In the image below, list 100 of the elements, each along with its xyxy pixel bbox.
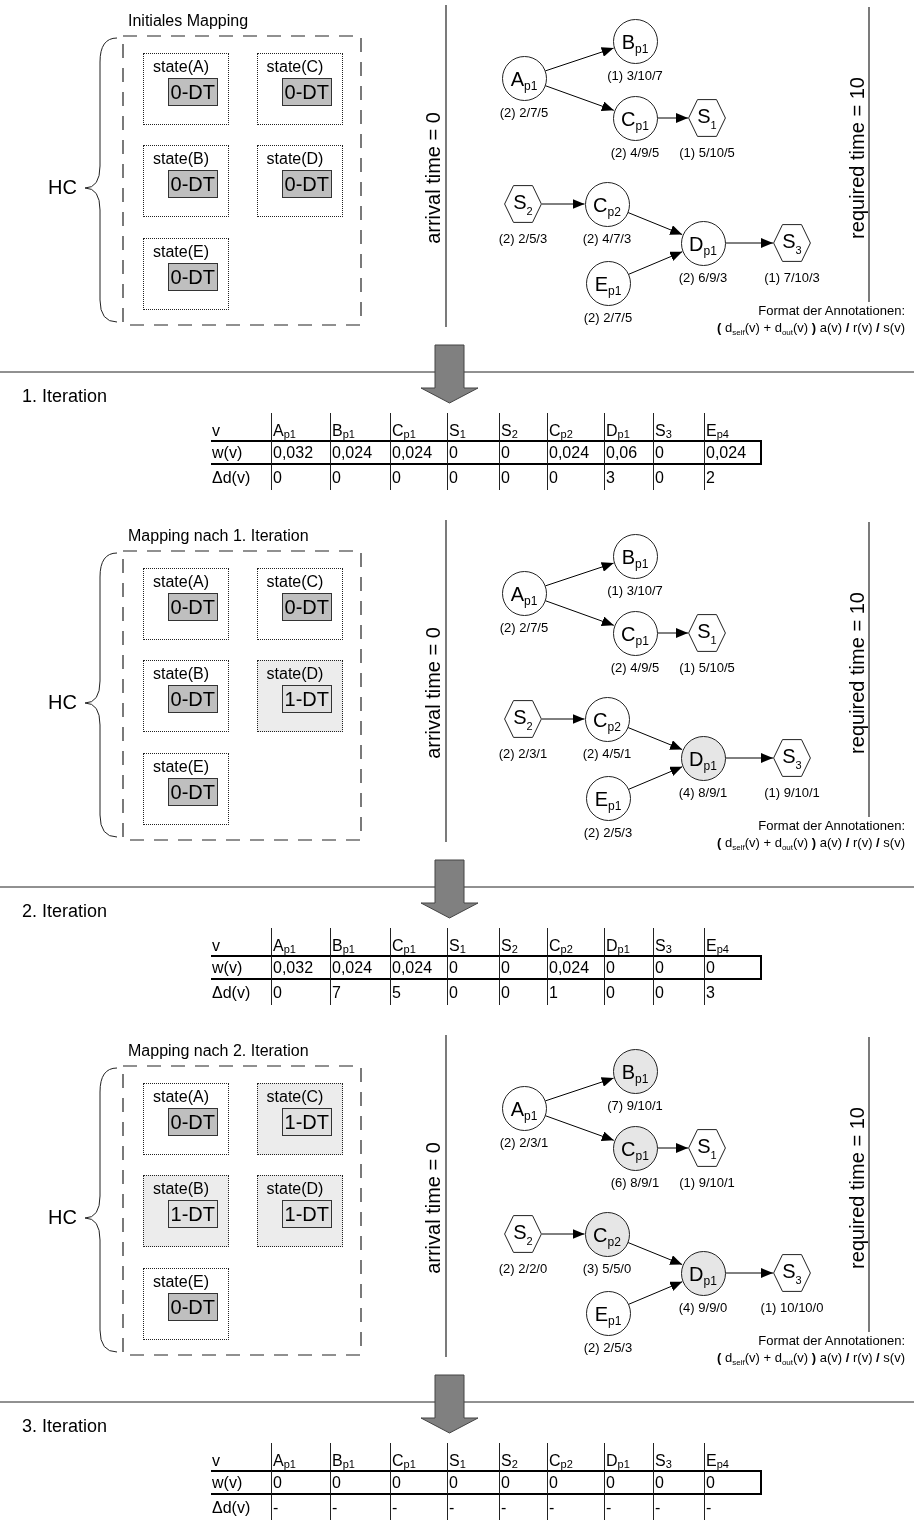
node-annotation: (2) 2/2/0 bbox=[498, 1261, 548, 1276]
node-annotation: (2) 2/7/5 bbox=[499, 105, 549, 120]
state-box bbox=[257, 145, 343, 217]
arrow bbox=[627, 726, 683, 751]
table-cell: 0,032 bbox=[271, 955, 330, 980]
task-circle: B$_{p1}$ bbox=[612, 1048, 658, 1094]
node-annotation: (1) 5/10/5 bbox=[679, 660, 735, 675]
iteration-heading: 2. Iteration bbox=[22, 901, 108, 922]
arrow bbox=[541, 199, 585, 209]
arrow bbox=[657, 628, 689, 638]
arrow bbox=[544, 85, 615, 111]
table-cell: 0 bbox=[653, 465, 704, 490]
task-circle: E$_{p1}$ bbox=[585, 1290, 631, 1336]
state-value-box: 1-DT bbox=[167, 1200, 218, 1228]
table-cell-text: Δd(v) bbox=[211, 1497, 252, 1518]
node-annotation: (3) 5/5/0 bbox=[582, 1261, 632, 1276]
hexagon-node: S$_{2}$ bbox=[504, 700, 542, 738]
table-cell: - bbox=[547, 1495, 604, 1520]
node-annotation: (1) 9/10/1 bbox=[679, 1175, 735, 1190]
table-cell-text: v bbox=[211, 421, 221, 440]
node-annotation: (2) 4/9/5 bbox=[610, 660, 660, 675]
node-annotation: (2) 2/5/3 bbox=[583, 825, 633, 840]
table-cell: w(v) bbox=[211, 440, 271, 465]
node-annotation: (2) 2/7/5 bbox=[583, 310, 633, 325]
state-value-box: 0-DT bbox=[167, 263, 218, 291]
table-cell: 0,024 bbox=[704, 440, 762, 465]
task-circle: C$_{p1}$ bbox=[612, 95, 658, 141]
task-circle: B$_{p1}$ bbox=[612, 18, 658, 64]
arrow bbox=[541, 1229, 585, 1239]
table-cell: w(v) bbox=[211, 1470, 271, 1495]
table-cell: 0 bbox=[330, 1470, 390, 1495]
node-annotation: (2) 2/7/5 bbox=[499, 620, 549, 635]
table-cell: - bbox=[271, 1495, 330, 1520]
state-box bbox=[143, 568, 229, 640]
state-value-box: 0-DT bbox=[167, 778, 218, 806]
table-cell: E$_{p4}$ bbox=[704, 1443, 762, 1470]
table-cell: - bbox=[704, 1495, 762, 1520]
table-cell: A$_{p1}$ bbox=[271, 928, 330, 955]
task-circle: E$_{p1}$ bbox=[585, 260, 631, 306]
table-cell: C$_{p1}$ bbox=[390, 928, 447, 955]
table-cell: C$_{p1}$ bbox=[390, 1443, 447, 1470]
node-annotation: (1) 3/10/7 bbox=[607, 583, 663, 598]
node-annotation: (1) 5/10/5 bbox=[679, 145, 735, 160]
hexagon-node: S$_{3}$ bbox=[773, 1254, 811, 1292]
table-cell: 0 bbox=[547, 465, 604, 490]
arrow bbox=[544, 562, 615, 587]
group-title: Mapping nach 2. Iteration bbox=[128, 1042, 311, 1060]
state-label: state(A) bbox=[153, 58, 209, 76]
state-value-box: 0-DT bbox=[281, 170, 332, 198]
table-cell: S$_{1}$ bbox=[447, 413, 499, 440]
state-label: state(E) bbox=[153, 1273, 209, 1291]
arrow bbox=[544, 1077, 615, 1102]
task-circle: D$_{p1}$ bbox=[680, 1250, 726, 1296]
format-note: ( d$_{self}$(v) + d$_{out}$(v) ) a(v) / r(v) / s(v) bbox=[717, 320, 905, 337]
table-cell: 0 bbox=[653, 980, 704, 1005]
table-cell: D$_{p1}$ bbox=[604, 413, 653, 440]
table-cell: 0,024 bbox=[547, 440, 604, 465]
table-cell: D$_{p1}$ bbox=[604, 1443, 653, 1470]
task-circle: E$_{p1}$ bbox=[585, 775, 631, 821]
table-cell: 0 bbox=[604, 980, 653, 1005]
table-cell: 0 bbox=[390, 465, 447, 490]
table-cell: 0 bbox=[653, 1470, 704, 1495]
arrow bbox=[627, 1241, 683, 1266]
hexagon-node: S$_{3}$ bbox=[773, 224, 811, 262]
state-value-box: 1-DT bbox=[281, 1108, 332, 1136]
state-label: state(D) bbox=[266, 1180, 324, 1198]
node-annotation: (2) 4/9/5 bbox=[610, 145, 660, 160]
table-cell-text: v bbox=[211, 1451, 221, 1470]
task-circle: C$_{p2}$ bbox=[584, 181, 630, 227]
arrow bbox=[657, 113, 689, 123]
table-cell: 0 bbox=[271, 465, 330, 490]
state-label: state(E) bbox=[153, 243, 209, 261]
state-box bbox=[143, 53, 229, 125]
task-circle: D$_{p1}$ bbox=[680, 735, 726, 781]
table-cell: 5 bbox=[390, 980, 447, 1005]
table-cell: 0 bbox=[447, 440, 499, 465]
group-title: Mapping nach 1. Iteration bbox=[128, 527, 311, 545]
state-label: state(B) bbox=[153, 665, 209, 683]
state-label: state(C) bbox=[266, 58, 324, 76]
state-label: state(A) bbox=[153, 1088, 209, 1106]
node-annotation: (1) 10/10/0 bbox=[760, 1300, 824, 1315]
arrow bbox=[544, 600, 615, 626]
node-annotation: (1) 7/10/3 bbox=[764, 270, 820, 285]
table-cell: 0 bbox=[653, 955, 704, 980]
table-cell: 0,032 bbox=[271, 440, 330, 465]
arrow bbox=[657, 1143, 689, 1153]
table-cell: 0 bbox=[547, 1470, 604, 1495]
table-cell: S$_{2}$ bbox=[499, 928, 547, 955]
state-label: state(C) bbox=[266, 1088, 324, 1106]
format-note: ( d$_{self}$(v) + d$_{out}$(v) ) a(v) / r(v) / s(v) bbox=[717, 835, 905, 852]
state-box bbox=[257, 1083, 343, 1155]
group-title: Initiales Mapping bbox=[128, 12, 251, 30]
axis-label: required time = 10 bbox=[845, 592, 869, 754]
state-box bbox=[143, 660, 229, 732]
table-cell-text: Δd(v) bbox=[211, 982, 252, 1003]
node-annotation: (2) 2/5/3 bbox=[583, 1340, 633, 1355]
state-label: state(E) bbox=[153, 758, 209, 776]
table-cell: B$_{p1}$ bbox=[330, 928, 390, 955]
iteration-heading: 3. Iteration bbox=[22, 1416, 108, 1437]
table-cell: 2 bbox=[704, 465, 762, 490]
